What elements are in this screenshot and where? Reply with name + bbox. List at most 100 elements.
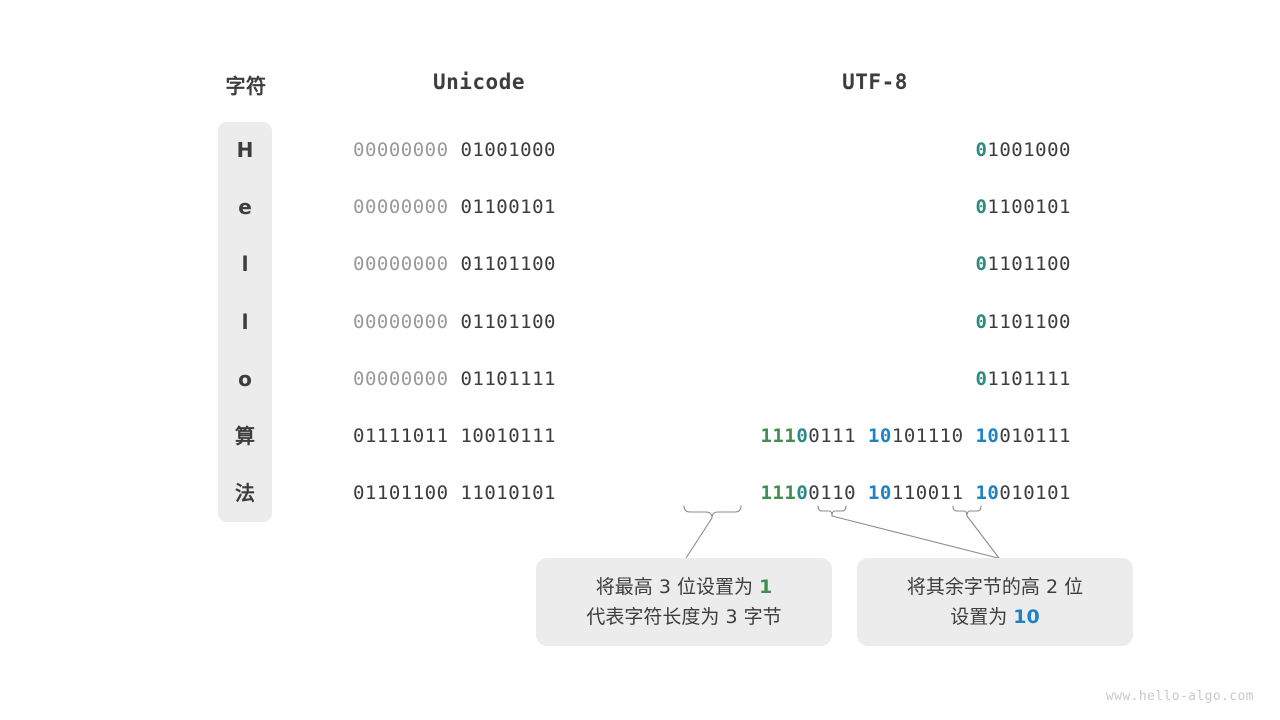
utf8-lead-payload: 0110 [808, 482, 857, 505]
utf8-lead-marker-bit: 0 [975, 253, 988, 276]
brace-continuation-2 [952, 505, 982, 517]
unicode-low-byte: 01100101 [460, 196, 556, 219]
note-left-num-3: 3 [658, 576, 671, 598]
leader-line-mid [831, 515, 999, 559]
character-cell: o [238, 366, 252, 391]
utf8-cell: 01100101 [609, 193, 1071, 221]
watermark: www.hello-algo.com [1105, 689, 1254, 704]
unicode-cell: 01101100 11010101 [353, 479, 605, 507]
utf8-byte-gap [964, 425, 976, 447]
utf8-continuation-marker: 10 [975, 425, 1000, 447]
utf8-lead-marker-bit: 0 [975, 139, 988, 161]
note-right-text-a: 设置为 [950, 606, 1014, 628]
unicode-high-byte: 00000000 [353, 139, 449, 161]
utf8-cell: 01001000 [609, 136, 1071, 164]
utf8-continuation-marker: 10 [975, 482, 1000, 505]
utf8-continuation-payload: 101110 [891, 425, 964, 447]
unicode-cell: 00000000 01100101 [353, 193, 605, 221]
utf8-length-marker: 111 [760, 482, 797, 505]
character-cell: l [241, 309, 249, 334]
unicode-high-byte: 00000000 [353, 253, 449, 276]
unicode-byte-gap [449, 139, 461, 161]
unicode-high-byte: 00000000 [353, 196, 449, 219]
leader-line-left [685, 517, 713, 559]
note-left-line-1: 将最高 3 位设置为 1 [596, 572, 772, 602]
unicode-cell: 01111011 10010111 [353, 422, 605, 450]
unicode-cell: 00000000 01101111 [353, 365, 605, 393]
note-left-text-c: 位设置为 [670, 576, 759, 598]
unicode-high-byte: 01111011 [353, 425, 449, 447]
character-cell: H [236, 138, 254, 162]
note-length-marker: 将最高 3 位设置为 1 代表字符长度为 3 字节 [536, 558, 832, 646]
unicode-low-byte: 01101100 [460, 253, 556, 276]
utf8-lead-marker-bit: 0 [975, 367, 988, 390]
unicode-low-byte: 10010111 [460, 425, 556, 447]
unicode-low-byte: 01001000 [460, 139, 556, 161]
note-right-line-2: 设置为 10 [950, 602, 1040, 632]
character-cell: e [238, 195, 252, 220]
utf8-lead-payload: 1100101 [987, 196, 1071, 219]
utf8-byte-gap [964, 482, 976, 504]
utf8-continuation-payload: 010101 [999, 482, 1071, 505]
utf8-lead-marker-bit: 0 [796, 425, 809, 447]
unicode-byte-gap [449, 311, 461, 333]
unicode-high-byte: 00000000 [353, 310, 449, 333]
note-right-line-1: 将其余字节的高 2 位 [906, 576, 1084, 598]
utf8-cell: 01101100 [609, 308, 1071, 336]
utf8-cell: 11100111 10101110 10010111 [609, 422, 1071, 450]
unicode-byte-gap [449, 482, 461, 504]
utf8-continuation-payload: 010111 [999, 425, 1071, 447]
brace-continuation-1 [817, 505, 847, 517]
utf8-lead-payload: 1101111 [987, 367, 1071, 390]
unicode-cell: 00000000 01101100 [353, 250, 605, 278]
utf8-continuation-marker: 10 [867, 482, 892, 505]
column-header-character: 字符 [225, 74, 267, 98]
column-header-utf8: UTF-8 [842, 70, 908, 94]
utf8-cell: 11100110 10110011 10010101 [609, 479, 1071, 507]
note-left-highlight-1: 1 [759, 576, 773, 598]
note-continuation-marker: 将其余字节的高 2 位 设置为 10 [857, 558, 1133, 646]
utf8-lead-payload: 1101100 [987, 253, 1071, 276]
unicode-high-byte: 00000000 [353, 367, 449, 390]
note-right-highlight-10: 10 [1013, 606, 1040, 628]
utf8-lead-marker-bit: 0 [975, 196, 988, 219]
utf8-lead-payload: 0111 [808, 425, 857, 447]
unicode-cell: 00000000 01101100 [353, 308, 605, 336]
unicode-byte-gap [449, 196, 461, 218]
utf8-lead-marker-bit: 0 [975, 310, 988, 333]
utf8-byte-gap [856, 482, 868, 504]
character-cell: l [241, 252, 249, 277]
utf8-cell: 01101100 [609, 250, 1071, 278]
unicode-low-byte: 11010101 [460, 482, 556, 505]
character-cell: 法 [235, 481, 255, 506]
utf8-lead-payload: 1001000 [987, 139, 1071, 161]
utf8-byte-gap [856, 425, 868, 447]
unicode-byte-gap [449, 368, 461, 390]
unicode-high-byte: 01101100 [353, 482, 449, 505]
utf8-cell: 01101111 [609, 365, 1071, 393]
utf8-lead-marker-bit: 0 [796, 482, 809, 505]
unicode-byte-gap [449, 425, 461, 447]
note-left-text-a: 将最高 [595, 576, 659, 598]
note-left-line-2: 代表字符长度为 3 字节 [586, 606, 782, 628]
brace-length-marker [683, 505, 742, 519]
unicode-byte-gap [449, 253, 461, 275]
leader-line-right [966, 515, 1000, 559]
character-cell: 算 [235, 424, 255, 448]
utf8-lead-payload: 1101100 [987, 310, 1071, 333]
utf8-continuation-marker: 10 [867, 425, 892, 447]
unicode-low-byte: 01101100 [460, 310, 556, 333]
utf8-length-marker: 111 [760, 425, 797, 447]
utf8-continuation-payload: 110011 [891, 482, 964, 505]
column-header-unicode: Unicode [432, 70, 525, 94]
unicode-low-byte: 01101111 [460, 367, 556, 390]
unicode-cell: 00000000 01001000 [353, 136, 605, 164]
